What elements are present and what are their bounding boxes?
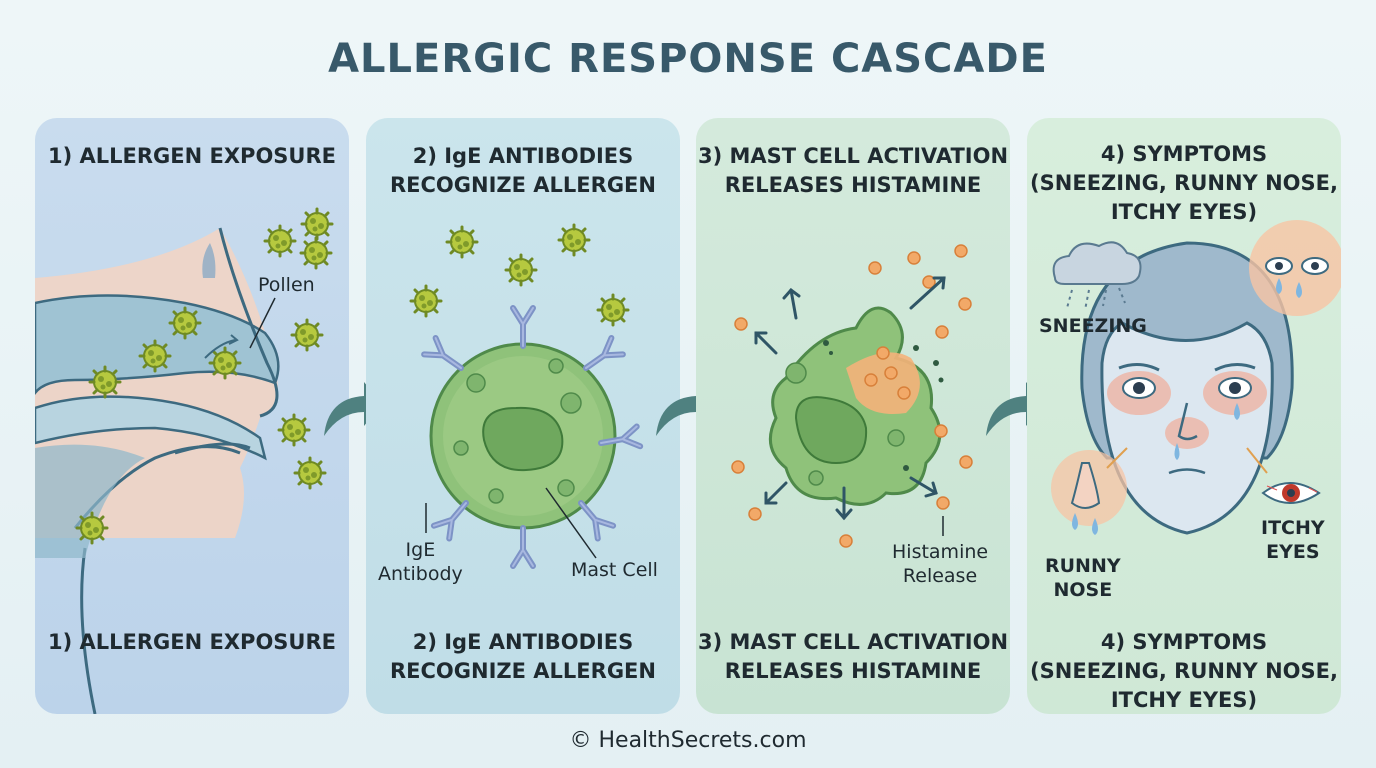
panel-mast-cell-activation: 3) MAST CELL ACTIVATION RELEASES HISTAMI…: [696, 118, 1010, 714]
panel-1-caption: 1) ALLERGEN EXPOSURE: [48, 630, 336, 654]
runny-nose-label: RUNNY NOSE: [1045, 555, 1121, 601]
panel-1-heading: 1) ALLERGEN EXPOSURE: [48, 144, 336, 168]
panel-2-caption: 2) IgE ANTIBODIES RECOGNIZE ALLERGEN: [390, 630, 656, 683]
itchy-eyes-label: ITCHY EYES: [1261, 517, 1325, 563]
histamine-release-label: Histamine Release: [892, 541, 989, 587]
panel-ige-antibodies: 2) IgE ANTIBODIES RECOGNIZE ALLERGEN IgE…: [366, 118, 680, 714]
panel-4-heading: 4) SYMPTOMS (SNEEZING, RUNNY NOSE, ITCHY…: [1030, 142, 1338, 224]
panel-3-caption: 3) MAST CELL ACTIVATION RELEASES HISTAMI…: [697, 630, 1009, 683]
pollen-label: Pollen: [258, 274, 315, 296]
copyright-footer: © HealthSecrets.com: [569, 728, 807, 753]
panel-allergen-exposure: 1) ALLERGEN EXPOSURE Pollen 1) ALLERGEN …: [35, 118, 349, 714]
mast-cell-antibody-illustration: [409, 223, 680, 714]
histamine-release-illustration: [731, 244, 973, 548]
panel-4-caption: 4) SYMPTOMS (SNEEZING, RUNNY NOSE, ITCHY…: [1030, 630, 1338, 712]
panel-3-heading: 3) MAST CELL ACTIVATION RELEASES HISTAMI…: [697, 144, 1009, 197]
mast-cell-label: Mast Cell: [571, 559, 658, 581]
panel-2-heading: 2) IgE ANTIBODIES RECOGNIZE ALLERGEN: [390, 144, 656, 197]
sneezing-label: SNEEZING: [1039, 315, 1147, 337]
panel-symptoms: 4) SYMPTOMS (SNEEZING, RUNNY NOSE, ITCHY…: [1027, 118, 1341, 714]
ige-antibody-label: IgE Antibody: [378, 539, 463, 585]
nasal-cavity-illustration: [35, 207, 334, 714]
face-symptoms-illustration: [1051, 220, 1341, 535]
diagram-title: ALLERGIC RESPONSE CASCADE: [328, 36, 1048, 82]
